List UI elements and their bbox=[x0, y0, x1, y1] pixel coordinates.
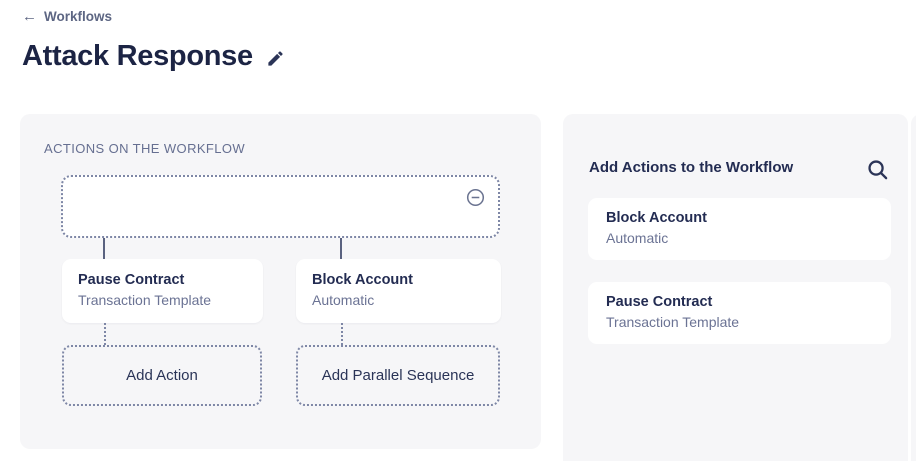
connector-line bbox=[340, 238, 342, 259]
add-action-button[interactable]: Add Action bbox=[62, 345, 262, 406]
workflow-canvas-heading: ACTIONS ON THE WORKFLOW bbox=[44, 141, 246, 156]
action-library-heading: Add Actions to the Workflow bbox=[589, 159, 794, 176]
node-subtitle: Automatic bbox=[312, 292, 375, 308]
edit-title-button[interactable] bbox=[266, 45, 285, 68]
action-title: Block Account bbox=[606, 210, 707, 226]
edit-pencil-icon bbox=[266, 49, 285, 68]
node-title: Pause Contract bbox=[78, 272, 185, 288]
workflow-node-block-account[interactable]: Block Account Automatic bbox=[296, 259, 501, 323]
page-title-row: Attack Response bbox=[22, 40, 285, 73]
next-panel-edge bbox=[911, 114, 916, 461]
remove-circle-icon bbox=[466, 188, 485, 207]
add-parallel-sequence-label: Add Parallel Sequence bbox=[321, 367, 475, 384]
node-subtitle: Transaction Template bbox=[78, 292, 212, 308]
library-action-block-account[interactable]: Block Account Automatic bbox=[588, 198, 891, 260]
library-action-pause-contract[interactable]: Pause Contract Transaction Template bbox=[588, 282, 891, 344]
add-action-label: Add Action bbox=[126, 367, 198, 384]
workflow-root-node[interactable] bbox=[61, 175, 500, 238]
workflow-canvas-panel: ACTIONS ON THE WORKFLOW Pause Contract T… bbox=[20, 114, 541, 449]
remove-node-button[interactable] bbox=[465, 187, 485, 207]
action-subtitle: Automatic bbox=[606, 230, 669, 246]
connector-dotted-line bbox=[104, 323, 106, 345]
back-arrow-icon: ← bbox=[22, 8, 37, 25]
action-subtitle: Transaction Template bbox=[606, 314, 740, 330]
action-title: Pause Contract bbox=[606, 294, 713, 310]
node-title: Block Account bbox=[312, 272, 413, 288]
search-actions-button[interactable] bbox=[864, 156, 890, 182]
back-link-label: Workflows bbox=[44, 9, 113, 24]
page-title: Attack Response bbox=[22, 40, 253, 72]
add-parallel-sequence-button[interactable]: Add Parallel Sequence bbox=[296, 345, 500, 406]
back-to-workflows-link[interactable]: ← Workflows bbox=[22, 9, 112, 24]
action-library-panel: Add Actions to the Workflow Block Accoun… bbox=[563, 114, 908, 461]
workflow-node-pause-contract[interactable]: Pause Contract Transaction Template bbox=[62, 259, 263, 323]
connector-line bbox=[103, 238, 105, 259]
search-icon bbox=[866, 158, 889, 181]
connector-dotted-line bbox=[341, 323, 343, 345]
